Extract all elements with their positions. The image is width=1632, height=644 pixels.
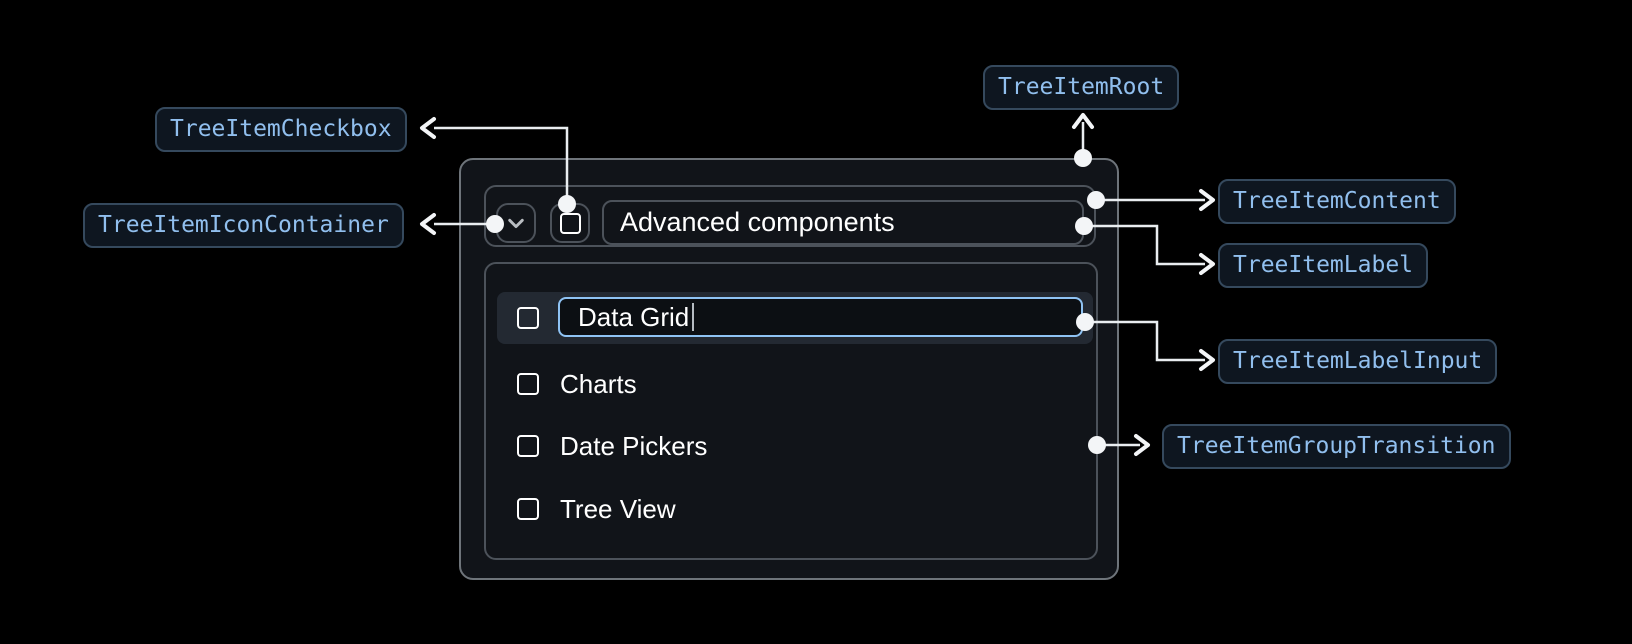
arrowhead-up-icon: [1072, 113, 1094, 129]
tree-row[interactable]: Tree View: [497, 483, 1093, 535]
tree-row-editing[interactable]: Data Grid: [497, 292, 1093, 344]
tree-row-label[interactable]: Tree View: [560, 494, 676, 524]
tree-row-label[interactable]: Date Pickers: [560, 431, 708, 461]
arrowhead-left-icon: [420, 213, 436, 235]
tree-row[interactable]: Charts: [497, 358, 1093, 410]
chevron-down-icon: [508, 218, 524, 229]
tree-item-label[interactable]: Advanced components: [602, 200, 1084, 245]
tree-item-icon-container[interactable]: [496, 203, 536, 243]
parent-item-label: Advanced components: [620, 207, 895, 237]
text-cursor: [692, 303, 695, 332]
badge-tree-item-icon-container: TreeItemIconContainer: [83, 203, 404, 248]
badge-tree-item-group-transition: TreeItemGroupTransition: [1162, 424, 1511, 469]
badge-tree-item-label: TreeItemLabel: [1218, 243, 1429, 288]
tree-item-group-transition: [484, 262, 1098, 560]
arrowhead-right-icon: [1199, 349, 1215, 371]
checkbox-unchecked-icon: [559, 212, 581, 234]
tree-row[interactable]: Date Pickers: [497, 420, 1093, 472]
label-input-value: Data Grid: [578, 302, 690, 332]
checkbox-unchecked-icon[interactable]: [517, 498, 539, 520]
badge-tree-item-checkbox: TreeItemCheckbox: [155, 107, 407, 152]
tree-item-root: [459, 158, 1119, 580]
arrowhead-right-icon: [1199, 189, 1215, 211]
tree-item-label-input[interactable]: Data Grid: [558, 297, 1083, 337]
badge-tree-item-content: TreeItemContent: [1218, 179, 1456, 224]
checkbox-unchecked-icon[interactable]: [517, 373, 539, 395]
arrowhead-right-icon: [1134, 434, 1150, 456]
badge-tree-item-label-input: TreeItemLabelInput: [1218, 339, 1498, 384]
tree-item-content[interactable]: [484, 185, 1096, 247]
checkbox-unchecked-icon[interactable]: [517, 307, 539, 329]
arrowhead-left-icon: [420, 117, 436, 139]
badge-tree-item-root: TreeItemRoot: [983, 65, 1180, 110]
arrowhead-right-icon: [1199, 253, 1215, 275]
tree-item-checkbox[interactable]: [550, 203, 590, 243]
checkbox-unchecked-icon[interactable]: [517, 435, 539, 457]
tree-row-label[interactable]: Charts: [560, 369, 637, 399]
